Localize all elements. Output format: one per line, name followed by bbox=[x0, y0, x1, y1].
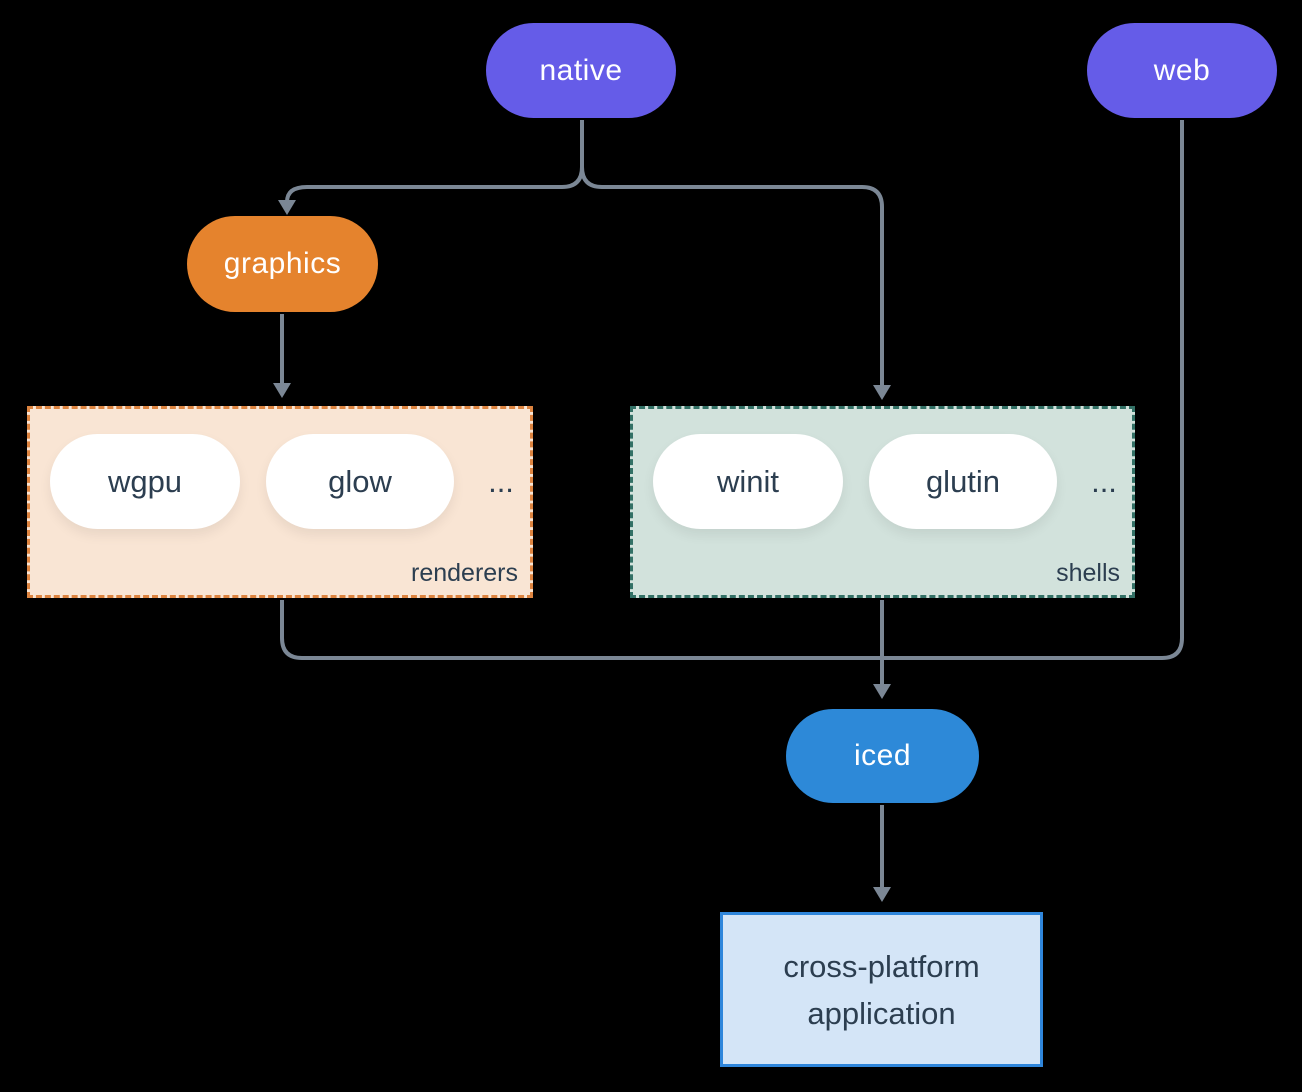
node-native: native bbox=[486, 23, 676, 118]
pill-winit: winit bbox=[653, 434, 843, 529]
group-renderers: wgpu glow ... renderers bbox=[27, 406, 533, 598]
edge-renderers-to-merge bbox=[280, 600, 882, 660]
arrowhead-application bbox=[873, 887, 891, 902]
node-web: web bbox=[1087, 23, 1277, 118]
shells-ellipsis: ... bbox=[1091, 463, 1117, 499]
node-iced-label: iced bbox=[853, 739, 912, 772]
renderers-ellipsis: ... bbox=[488, 463, 514, 499]
application-label-line2: application bbox=[807, 995, 956, 1031]
node-web-label: web bbox=[1153, 53, 1211, 87]
pill-glutin: glutin bbox=[869, 434, 1057, 529]
pill-glutin-label: glutin bbox=[925, 463, 1001, 499]
edge-web-to-merge bbox=[882, 120, 1184, 660]
node-graphics: graphics bbox=[187, 216, 378, 312]
group-shells: winit glutin ... shells bbox=[630, 406, 1135, 598]
pill-wgpu-label: wgpu bbox=[107, 463, 183, 499]
arrowhead-renderers bbox=[273, 383, 291, 398]
pill-glow-label: glow bbox=[328, 463, 392, 499]
node-native-label: native bbox=[539, 53, 623, 87]
arrowhead-shells bbox=[873, 385, 891, 400]
node-iced: iced bbox=[786, 709, 979, 803]
pill-wgpu: wgpu bbox=[50, 434, 240, 529]
pill-winit-label: winit bbox=[716, 463, 779, 499]
pill-glow: glow bbox=[266, 434, 454, 529]
group-label-renderers: renderers bbox=[411, 559, 518, 587]
application-label-line1: cross-platform bbox=[783, 948, 980, 984]
edge-native-to-shells bbox=[580, 120, 884, 387]
node-cross-platform-application: cross-platform application bbox=[720, 912, 1043, 1067]
arrowhead-iced bbox=[873, 684, 891, 699]
node-graphics-label: graphics bbox=[223, 247, 342, 280]
group-label-shells: shells bbox=[1056, 559, 1120, 587]
edge-native-to-graphics bbox=[285, 120, 584, 203]
arrowhead-graphics bbox=[278, 200, 296, 215]
